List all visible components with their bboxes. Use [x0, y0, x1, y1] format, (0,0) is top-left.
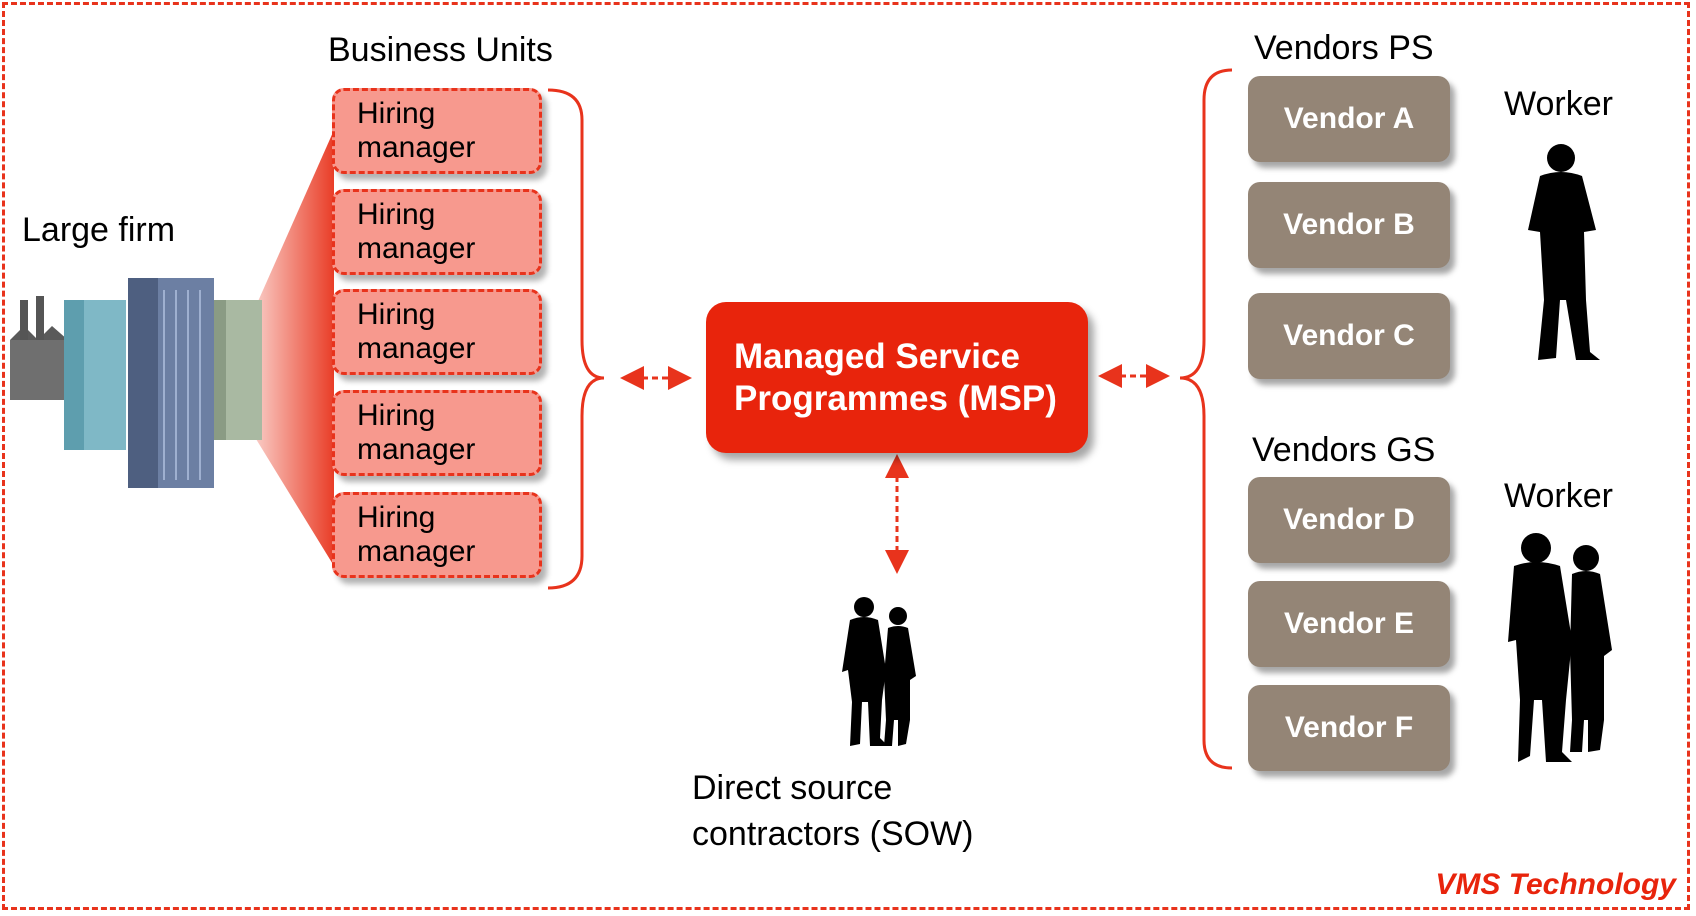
worker-label-top: Worker [1504, 85, 1613, 123]
hiring-manager-line1: Hiring [357, 298, 436, 331]
hiring-manager-line1: Hiring [357, 399, 436, 432]
vendors-gs-label: Vendors GS [1252, 431, 1436, 469]
hiring-manager-box[interactable]: Hiring manager [332, 189, 542, 275]
large-firm-buildings-icon [10, 278, 262, 488]
vendor-f-box[interactable]: Vendor F [1248, 685, 1450, 771]
hiring-manager-line2: manager [357, 535, 476, 568]
hiring-manager-box[interactable]: Hiring manager [332, 289, 542, 375]
hiring-manager-line2: manager [357, 232, 476, 265]
workers-pair-icon [1508, 533, 1612, 762]
msp-line2: Programmes (MSP) [734, 379, 1057, 418]
vendor-b-box[interactable]: Vendor B [1248, 182, 1450, 268]
hiring-manager-line2: manager [357, 332, 476, 365]
worker-icon [1528, 144, 1600, 360]
firm-beam [232, 130, 334, 566]
vendor-c-box[interactable]: Vendor C [1248, 293, 1450, 379]
direct-source-label-line2: contractors (SOW) [692, 815, 974, 853]
direct-source-label-line1: Direct source [692, 769, 893, 807]
hiring-manager-line1: Hiring [357, 501, 436, 534]
hiring-manager-line2: manager [357, 131, 476, 164]
hiring-manager-box[interactable]: Hiring manager [332, 88, 542, 174]
hiring-manager-line1: Hiring [357, 198, 436, 231]
hiring-manager-line1: Hiring [357, 97, 436, 130]
hiring-manager-box[interactable]: Hiring manager [332, 492, 542, 578]
business-units-label: Business Units [328, 31, 553, 69]
worker-label-bottom: Worker [1504, 477, 1613, 515]
msp-box[interactable]: Managed Service Programmes (MSP) [706, 302, 1088, 453]
vms-technology-footer: VMS Technology [1435, 868, 1676, 901]
vendor-e-box[interactable]: Vendor E [1248, 581, 1450, 667]
business-units-brace [547, 88, 605, 590]
vendor-d-box[interactable]: Vendor D [1248, 477, 1450, 563]
vendors-brace [1179, 68, 1233, 770]
msp-line1: Managed Service [734, 337, 1020, 376]
large-firm-label: Large firm [22, 211, 176, 249]
direct-contractors-icon [842, 597, 916, 746]
vendors-ps-label: Vendors PS [1254, 29, 1434, 67]
hiring-manager-box[interactable]: Hiring manager [332, 390, 542, 476]
hiring-manager-line2: manager [357, 433, 476, 466]
vendor-a-box[interactable]: Vendor A [1248, 76, 1450, 162]
